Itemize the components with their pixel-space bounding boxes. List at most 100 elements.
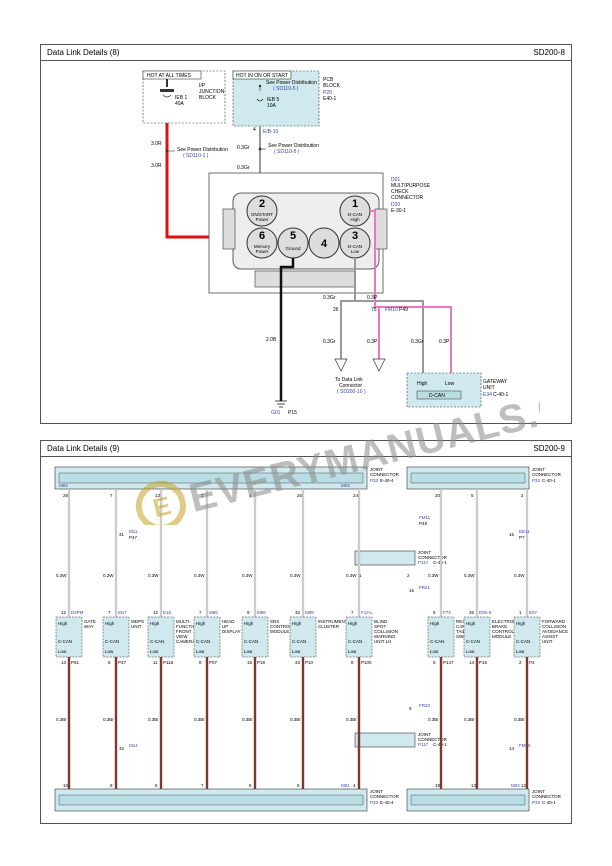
diagram-panel-1: Data Link Details (8) SD200-8 HOT AT ALL… — [40, 44, 572, 424]
jc-left-ref-1: P33 — [370, 478, 379, 483]
gw-pin-low: Low — [445, 381, 455, 387]
module-1-wire-w: 0.3W — [56, 573, 67, 578]
dlc-label-3: CHECK — [391, 189, 409, 195]
top-pin-4: 3 — [201, 493, 204, 498]
see-pd-2-ref: ( SD110-1 ) — [183, 153, 209, 159]
jc-mid2-1: JOINT — [418, 732, 431, 737]
pcb-ref-2: E40-1 — [323, 96, 337, 102]
dlc-label-4: CONNECTOR — [391, 195, 424, 201]
wire-03gr-e: 0.3Gr — [411, 339, 424, 345]
ij-block: HOT AT ALL TIMES I/P JUNCTION BLOCK IEB … — [142, 70, 226, 124]
wire-03gr-c: 0.3Gr — [323, 295, 336, 301]
top-pin-10: 2 — [521, 493, 524, 498]
jc-mid-ref-1: P117 — [418, 560, 429, 565]
module-10 — [513, 616, 541, 658]
pin-5: 5 Ground — [277, 227, 309, 259]
top-pin-7: 24 — [353, 493, 359, 498]
top-pin-9: 5 — [471, 493, 474, 498]
module-10-ccan: C-CAN — [516, 639, 530, 644]
module-6-pin-high: High — [292, 621, 302, 626]
module-10-wire-w: 0.3W — [514, 573, 525, 578]
module-7-name-2: SPOT — [374, 624, 387, 629]
module-2-name-2: UNIT — [131, 624, 142, 629]
module-3-wire-w: 0.3W — [148, 573, 159, 578]
top-pin-8: 20 — [435, 493, 441, 498]
jc-bot-left-2: CONNECTOR — [370, 794, 400, 799]
module-6-top-pin: 32 — [295, 610, 301, 615]
pin-9: 9 — [409, 706, 412, 711]
module-1-bot-pin: 13 — [61, 660, 67, 665]
svg-text:Ground: Ground — [285, 246, 301, 251]
module-6-bot-pin: 33 — [295, 660, 301, 665]
module-5-top-pin: 9 — [247, 610, 250, 615]
module-3-sub: P116 — [163, 660, 174, 665]
fm11-ref: FM11 — [419, 515, 431, 520]
eb-10-label: E/B-10 — [263, 129, 279, 135]
see-pd-1: See Power Distribution — [266, 80, 317, 86]
module-5-pin-low: Low — [244, 649, 253, 654]
fr22-ref: FR22 — [419, 703, 431, 708]
module-8-wire-br: 0.3Br — [428, 717, 439, 722]
module-7-ccan: C-CAN — [348, 639, 362, 644]
svg-text:High: High — [350, 217, 360, 222]
module-7-wire-w: 0.3W — [346, 573, 357, 578]
pin-4-label: 4 — [253, 127, 256, 133]
module-5-pin-high: High — [244, 621, 254, 626]
module-3-top-pin: 12 — [153, 610, 159, 615]
pin-1: 1 D-CAN High — [339, 195, 371, 227]
module-1-sub: P91 — [71, 660, 80, 665]
bot-pin-5: 6 — [249, 783, 252, 788]
jc-left-1: JOINT — [370, 467, 383, 472]
module-2-wire-w: 0.3W — [103, 573, 114, 578]
module-7-name-5: UNIT LH — [374, 639, 391, 644]
jc-bot-left-1: JOINT — [370, 789, 383, 794]
jc-left-2: CONNECTOR — [370, 472, 400, 477]
jc-bot-right-ref-1: P33 — [532, 800, 541, 805]
pcb-ref-1: P20 — [323, 90, 332, 96]
pin-2: 2 ON/START Power — [246, 195, 278, 227]
pin-31: 31 — [119, 532, 125, 537]
svg-text:ON/START: ON/START — [251, 212, 274, 217]
pcb-block-line1: PCB — [323, 77, 334, 83]
module-4-wire-br: 0.3Br — [194, 717, 205, 722]
jc-mid2-2: CONNECTOR — [418, 737, 448, 742]
module-8 — [427, 616, 455, 658]
svg-text:Power: Power — [256, 217, 269, 222]
module-3-ref: E15 — [163, 610, 172, 615]
ee11-ref: EE11 — [519, 529, 530, 534]
jc-left-ref-2: E-40-4 — [380, 478, 394, 483]
pin-14: 14 — [509, 746, 515, 751]
p7-ref: P7 — [519, 535, 525, 540]
p47-ref: P47 — [129, 535, 138, 540]
see-pd-3: See Power Distribution — [268, 143, 319, 149]
see-pd-2: See Power Distribution — [177, 147, 228, 153]
p49-ref: P49 — [399, 307, 408, 313]
gateway-line2: UNIT — [483, 385, 495, 391]
module-2-pin-low: Low — [105, 649, 114, 654]
panel-2-title: Data Link Details (9) — [47, 444, 120, 453]
m01-ref: M01 — [341, 783, 350, 788]
ground-label: G01 — [271, 410, 281, 416]
dlc-label-1: D01 — [391, 177, 400, 183]
module-9-wire-br: 0.3Br — [464, 717, 475, 722]
gateway-unit: High Low D-CAN GATEWAY UNIT E34 C-40-1 — [406, 372, 509, 408]
jc-bot-left-ref-1: P33 — [370, 800, 379, 805]
module-2-top-pin: 7 — [108, 610, 111, 615]
gateway-ref-1: E34 — [483, 392, 492, 398]
module-1-wire-br: 0.3Br — [56, 717, 67, 722]
module-4-bot-pin: 8 — [199, 660, 202, 665]
module-10-sub: P2 — [529, 660, 535, 665]
to-dlc-3: ( SD200-10 ) — [337, 389, 366, 395]
module-4-pin-low: Low — [196, 649, 205, 654]
to-dlc-2: Connector — [339, 383, 362, 389]
module-4-name-3: DISPLAY — [222, 629, 241, 634]
module-2-ccan: C-CAN — [105, 639, 119, 644]
module-7-name-4: WARNING — [374, 634, 396, 639]
m11-ref: M11 — [129, 529, 138, 534]
bot-pin-4: 7 — [201, 783, 204, 788]
svg-text:Memory: Memory — [254, 244, 271, 249]
module-7-name-3: COLLISION — [374, 629, 398, 634]
svg-text:1: 1 — [352, 198, 358, 210]
module-5-name-2: CONTROL — [270, 624, 292, 629]
fr21-ref: FR21 — [419, 585, 431, 590]
